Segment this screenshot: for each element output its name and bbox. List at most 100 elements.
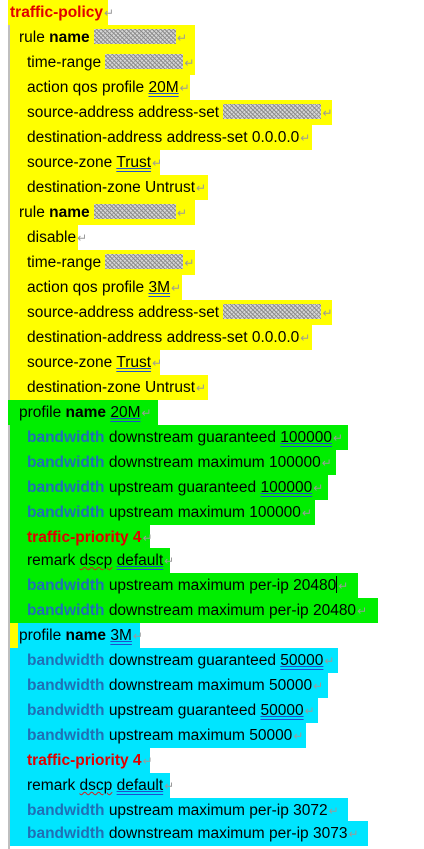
bandwidth-text: downstream maximum 100000 [108, 454, 321, 471]
bandwidth-keyword: bandwidth [27, 577, 105, 594]
highlight [10, 175, 208, 200]
remark-dscp: dscp [79, 552, 113, 569]
time-range-text: time-range [27, 254, 102, 271]
highlight [10, 225, 78, 250]
bandwidth-keyword: bandwidth [27, 429, 105, 446]
rule-keyword: rule [19, 204, 45, 221]
paragraph-mark: ↵ [313, 679, 324, 693]
traffic-priority-text: traffic-priority 4 [27, 752, 142, 769]
source-zone-value: Trust [116, 154, 152, 171]
highlight [10, 573, 358, 598]
bandwidth-text: upstream guaranteed [108, 702, 257, 719]
highlight [10, 525, 150, 550]
paragraph-mark: ↵ [152, 156, 163, 170]
paragraph-mark: ↵ [77, 231, 88, 245]
highlight [10, 475, 328, 500]
bandwidth-keyword: bandwidth [27, 479, 105, 496]
paragraph-mark: ↵ [348, 827, 359, 841]
highlight [10, 500, 315, 525]
remark-keyword: remark [27, 777, 76, 794]
profile-keyword: profile [19, 627, 62, 644]
profile-name: 3M [110, 627, 132, 644]
source-zone-value: Trust [116, 354, 152, 371]
highlight [10, 723, 306, 748]
name-keyword: name [65, 627, 107, 644]
highlight [10, 375, 208, 400]
paragraph-mark: ↵ [104, 6, 115, 20]
source-address-text: source-address address-set [27, 304, 220, 321]
paragraph-mark: ↵ [179, 81, 190, 95]
highlight [10, 75, 190, 100]
bandwidth-value: 100000 [260, 479, 313, 496]
per-ip-text: downstream maximum per-ip 3073 [108, 825, 348, 842]
destination-zone-text: destination-zone Untrust [27, 179, 196, 196]
paragraph-mark: ↵ [152, 356, 163, 370]
source-zone-label: source-zone [27, 354, 113, 371]
bandwidth-text: downstream guaranteed [108, 652, 276, 669]
destination-zone-text: destination-zone Untrust [27, 379, 196, 396]
remark-default: default [116, 552, 164, 569]
bandwidth-keyword: bandwidth [27, 602, 105, 619]
action-text: action qos profile [27, 279, 145, 296]
bandwidth-keyword: bandwidth [27, 454, 105, 471]
profile-keyword: profile [19, 404, 62, 421]
bandwidth-text: upstream guaranteed [108, 479, 257, 496]
bandwidth-keyword: bandwidth [27, 802, 105, 819]
bandwidth-value: 50000 [280, 652, 324, 669]
paragraph-mark: ↵ [322, 106, 333, 120]
profile-reference: 20M [148, 79, 179, 96]
paragraph-mark: ↵ [164, 554, 175, 568]
redacted-rule-name [93, 29, 176, 44]
paragraph-mark: ↵ [338, 579, 349, 593]
redacted-time-range [105, 254, 184, 269]
paragraph-mark: ↵ [313, 481, 324, 495]
paragraph-mark: ↵ [142, 531, 153, 545]
name-keyword: name [49, 29, 90, 46]
highlight [8, 0, 108, 25]
paragraph-mark: ↵ [328, 804, 339, 818]
highlight [10, 748, 150, 773]
highlight [10, 821, 368, 846]
paragraph-mark: ↵ [321, 456, 332, 470]
per-ip-text: downstream maximum per-ip 20480 [108, 602, 357, 619]
bandwidth-keyword: bandwidth [27, 652, 105, 669]
highlight [10, 648, 338, 673]
highlight [10, 450, 336, 475]
highlight [10, 125, 312, 150]
profile-name: 20M [110, 404, 141, 421]
paragraph-mark: ↵ [300, 331, 311, 345]
paragraph-mark: ↵ [184, 56, 195, 70]
remark-default: default [116, 777, 164, 794]
paragraph-mark: ↵ [196, 381, 207, 395]
highlight [10, 698, 318, 723]
redacted-address-set [223, 104, 322, 119]
highlight [10, 598, 378, 623]
remark-keyword: remark [27, 552, 76, 569]
highlight [10, 773, 170, 798]
paragraph-mark: ↵ [171, 281, 182, 295]
bandwidth-text: upstream maximum 50000 [108, 727, 293, 744]
destination-address-text: destination-address address-set 0.0.0.0 [27, 329, 300, 346]
bandwidth-keyword: bandwidth [27, 702, 105, 719]
bandwidth-keyword: bandwidth [27, 727, 105, 744]
paragraph-mark: ↵ [176, 206, 188, 220]
paragraph-mark: ↵ [164, 779, 175, 793]
rule-keyword: rule [19, 29, 45, 46]
paragraph-mark: ↵ [293, 729, 304, 743]
bandwidth-keyword: bandwidth [27, 504, 105, 521]
paragraph-mark: ↵ [142, 754, 153, 768]
time-range-text: time-range [27, 54, 102, 71]
text-cursor [336, 576, 338, 593]
destination-address-text: destination-address address-set 0.0.0.0 [27, 129, 300, 146]
paragraph-mark: ↵ [300, 131, 311, 145]
paragraph-mark: ↵ [333, 431, 344, 445]
bandwidth-keyword: bandwidth [27, 825, 105, 842]
paragraph-mark: ↵ [184, 256, 195, 270]
name-keyword: name [49, 204, 90, 221]
highlight [10, 673, 328, 698]
redacted-address-set [223, 304, 322, 319]
paragraph-mark: ↵ [357, 604, 368, 618]
paragraph-mark: ↵ [304, 704, 315, 718]
paragraph-mark: ↵ [141, 406, 152, 420]
paragraph-mark: ↵ [196, 181, 207, 195]
